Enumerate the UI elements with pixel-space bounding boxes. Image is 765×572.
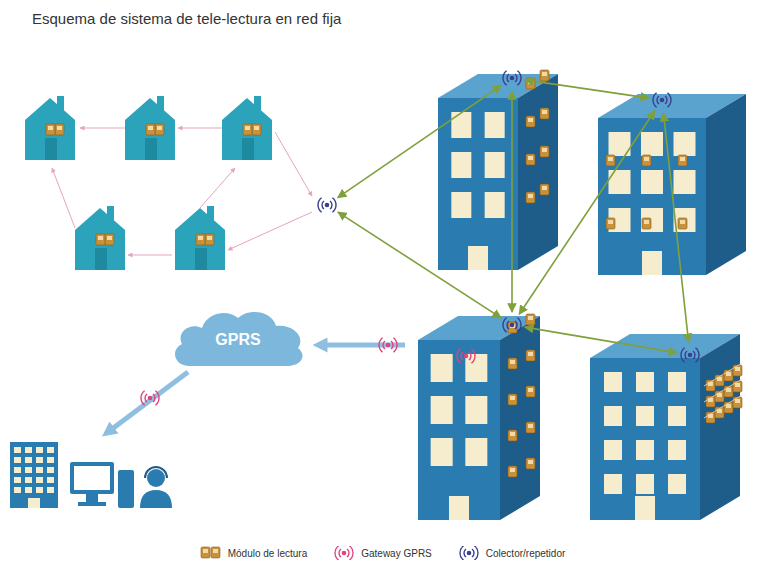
reading-module — [526, 350, 535, 361]
reading-module — [508, 466, 517, 477]
collector-icon — [681, 348, 699, 362]
collector-icon — [458, 546, 480, 560]
reading-module — [155, 124, 164, 135]
reading-module — [733, 365, 742, 376]
radio-link — [228, 212, 312, 250]
signal-icon — [379, 338, 397, 352]
mesh-link — [525, 327, 677, 353]
radio-link — [178, 128, 222, 129]
radio-link — [275, 132, 312, 196]
mesh-link — [525, 80, 649, 98]
building — [418, 314, 540, 520]
reading-module — [540, 184, 549, 195]
radio-link — [80, 128, 125, 129]
reading-module — [526, 314, 535, 325]
reading-module — [606, 218, 615, 229]
house — [175, 206, 225, 270]
mesh-link — [519, 111, 655, 314]
reading-module — [526, 192, 535, 203]
background-art — [10, 70, 746, 520]
bus-wire — [704, 395, 742, 418]
reading-module — [508, 394, 517, 405]
reading-module — [526, 458, 535, 469]
reading-module — [508, 430, 517, 441]
reading-module — [508, 322, 517, 333]
reading-module — [642, 155, 651, 166]
reading-module — [724, 402, 733, 413]
legend-text: Colector/repetidor — [486, 548, 565, 559]
gateway-icon — [457, 349, 475, 363]
collector-icon — [503, 318, 521, 332]
gateway-icon — [333, 546, 355, 560]
reading-module — [146, 124, 155, 135]
collector-icon — [653, 93, 671, 107]
mesh-link — [663, 113, 688, 342]
reading-module — [540, 108, 549, 119]
node-label: GPRS — [215, 331, 260, 349]
house — [125, 96, 175, 160]
house — [222, 96, 272, 160]
legend-entry: Módulo de lectura — [200, 546, 308, 560]
reading-module — [540, 70, 549, 81]
reading-module — [733, 397, 742, 408]
reading-module — [606, 155, 615, 166]
reading-module — [540, 146, 549, 157]
reading-module — [105, 234, 114, 245]
radio-link — [128, 255, 172, 256]
mesh-link — [338, 212, 501, 318]
reading-module — [196, 234, 205, 245]
reading-module — [526, 116, 535, 127]
reading-module — [508, 358, 517, 369]
reading-module — [46, 124, 55, 135]
reading-module — [678, 155, 687, 166]
reading-module — [526, 154, 535, 165]
cloud-node: GPRS — [168, 306, 308, 368]
legend-entry: Gateway GPRS — [333, 546, 432, 560]
legend-entry: Colector/repetidor — [458, 546, 565, 560]
gateway-icon — [335, 546, 353, 560]
reading-module — [96, 234, 105, 245]
control-center — [10, 442, 172, 508]
reading-module — [678, 218, 687, 229]
collector-icon — [503, 71, 521, 85]
reading-module — [724, 370, 733, 381]
collector-icon — [318, 198, 336, 212]
downlink-arrow — [108, 372, 188, 432]
collector-icon — [460, 546, 478, 560]
reading-module — [526, 386, 535, 397]
radio-link — [200, 168, 235, 208]
reading-module — [243, 124, 252, 135]
reading-module — [252, 124, 261, 135]
diagram-title: Esquema de sistema de tele-lectura en re… — [32, 10, 341, 27]
house — [25, 96, 75, 160]
reading-module — [724, 386, 733, 397]
reading-module — [526, 422, 535, 433]
legend-text: Gateway GPRS — [361, 548, 432, 559]
legend: Módulo de lectura Gateway GPRS Colector/re… — [0, 546, 765, 560]
signal-icon — [141, 391, 159, 405]
house — [75, 206, 125, 270]
reading-module — [211, 547, 220, 558]
building — [438, 70, 558, 270]
mesh-link — [511, 91, 513, 312]
mesh-link — [338, 85, 502, 197]
reading-module — [205, 234, 214, 245]
module-icon — [200, 546, 222, 560]
reading-module — [55, 124, 64, 135]
building — [590, 334, 742, 520]
reading-module — [733, 381, 742, 392]
radio-link — [52, 168, 75, 228]
reading-module — [201, 547, 210, 558]
reading-module — [642, 218, 651, 229]
legend-text: Módulo de lectura — [228, 548, 308, 559]
